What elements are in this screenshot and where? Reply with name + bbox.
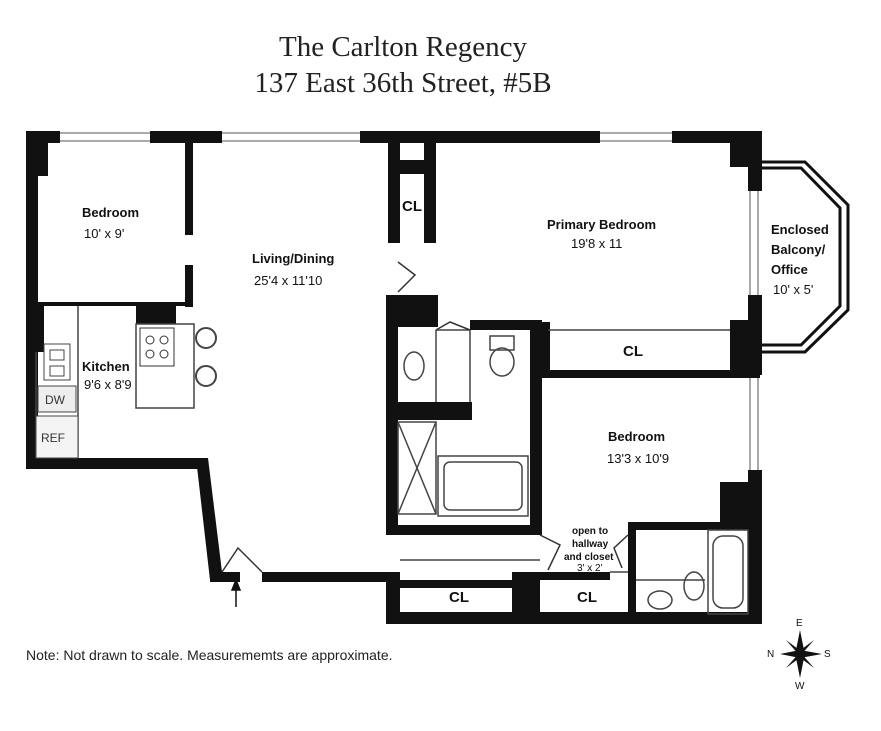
dishwasher-label: DW [45,393,66,407]
closet-label-top: CL [402,198,422,215]
compass-west: W [795,681,805,692]
outer-walls [26,131,762,624]
disclaimer-note: Note: Not drawn to scale. Measurememts a… [26,647,393,663]
interior-walls [36,143,760,624]
entrance-arrow [230,577,242,607]
living-size: 25'4 x 11'10 [254,273,322,288]
kitchen-name: Kitchen [82,359,130,374]
bedroom-left-size: 10' x 9' [84,226,124,241]
living-name: Living/Dining [252,251,334,266]
compass-rose [780,630,822,678]
closet-label-hall: CL [577,589,597,606]
compass-south: S [824,649,831,660]
primary-size: 19'8 x 11 [571,236,622,251]
kitchen-fixtures [35,327,217,459]
bath-fixtures [397,335,749,615]
bedroom-right-name: Bedroom [608,429,665,444]
bedroom-right-size: 13'3 x 10'9 [607,451,669,466]
closet-label-entry: CL [449,589,469,606]
building-title: The Carlton Regency [278,31,528,63]
compass-east: E [796,618,803,629]
address-title: 137 East 36th Street, #5B [254,67,552,99]
closet-label-primary: CL [623,343,643,360]
bedroom-left-name: Bedroom [82,205,139,220]
refrigerator-label: REF [41,431,65,445]
windows [60,132,759,470]
balcony-bay [762,160,850,354]
thin-lines [35,306,730,581]
kitchen-size: 9'6 x 8'9 [84,377,132,392]
doors [221,261,629,573]
hallway-line1: open to [572,526,608,537]
compass-north: N [767,649,774,660]
balcony-line2: Balcony/ [771,242,826,257]
balcony-line1: Enclosed [771,222,829,237]
hallway-line3: and closet [564,552,614,563]
primary-name: Primary Bedroom [547,217,656,232]
hallway-size: 3' x 2' [577,563,603,574]
balcony-line3: Office [771,262,808,277]
balcony-size: 10' x 5' [773,282,813,297]
hallway-line2: hallway [572,539,609,550]
